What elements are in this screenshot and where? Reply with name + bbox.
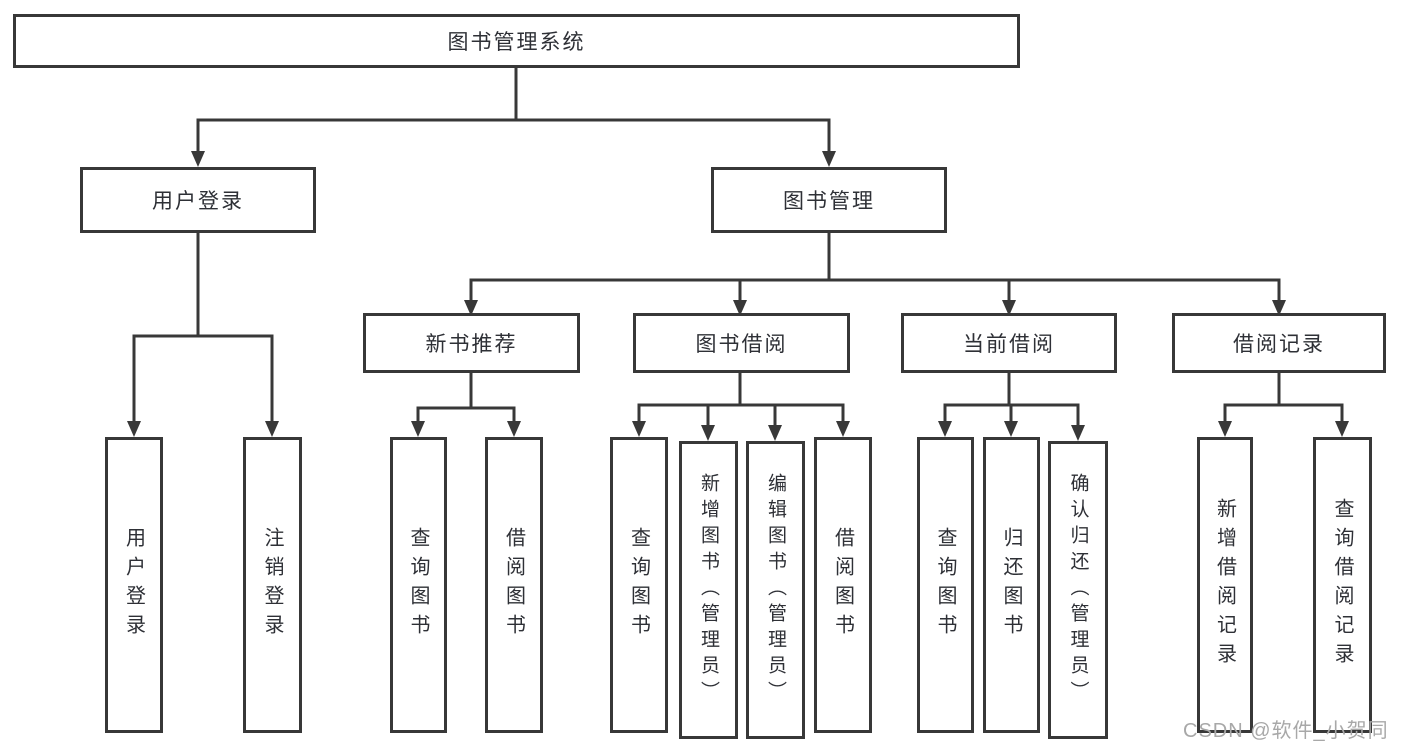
arrowhead-to-bb-edit-book-icon	[768, 425, 782, 441]
node-leaf-logout: 注销登录	[243, 437, 302, 733]
node-root: 图书管理系统	[13, 14, 1020, 68]
arrowhead-to-bb-borrow-book-icon	[836, 421, 850, 437]
node-cb-return-book: 归还图书	[983, 437, 1040, 733]
arrowhead-to-borrow-record-icon	[1272, 300, 1286, 316]
node-book-mgmt: 图书管理	[711, 167, 947, 233]
node-borrow-record: 借阅记录	[1172, 313, 1386, 373]
node-bb-query-book: 查询图书	[610, 437, 668, 733]
arrowhead-to-leaf-user-login-icon	[127, 421, 141, 437]
arrowhead-to-br-add-record-icon	[1218, 421, 1232, 437]
arrowhead-to-current-borrow-icon	[1002, 300, 1016, 316]
node-cb-query-book: 查询图书	[917, 437, 974, 733]
node-bb-add-book: 新增图书（管理员）	[679, 441, 738, 739]
arrowhead-to-new-book-rec-icon	[464, 300, 478, 316]
arrowhead-to-bb-query-book-icon	[632, 421, 646, 437]
arrowhead-to-user-login-icon	[191, 151, 205, 167]
node-rec-query-book: 查询图书	[390, 437, 447, 733]
node-leaf-user-login: 用户登录	[105, 437, 163, 733]
node-new-book-rec: 新书推荐	[363, 313, 580, 373]
arrowhead-to-leaf-logout-icon	[265, 421, 279, 437]
arrowhead-to-cb-confirm-return-icon	[1071, 425, 1085, 441]
node-cb-confirm-return: 确认归还（管理员）	[1048, 441, 1108, 739]
node-bb-borrow-book: 借阅图书	[814, 437, 872, 733]
arrowhead-to-bb-add-book-icon	[701, 425, 715, 441]
node-current-borrow: 当前借阅	[901, 313, 1117, 373]
csdn-watermark: CSDN @软件_小贺同学	[1183, 720, 1389, 742]
arrowhead-to-cb-query-book-icon	[938, 421, 952, 437]
arrowhead-to-cb-return-book-icon	[1004, 421, 1018, 437]
arrowhead-to-br-query-record-icon	[1335, 421, 1349, 437]
arrowhead-to-rec-query-book-icon	[411, 421, 425, 437]
node-book-borrow: 图书借阅	[633, 313, 850, 373]
node-br-add-record: 新增借阅记录	[1197, 437, 1253, 733]
node-bb-edit-book: 编辑图书（管理员）	[746, 441, 805, 739]
node-user-login: 用户登录	[80, 167, 316, 233]
arrowhead-to-book-borrow-icon	[733, 300, 747, 316]
node-rec-borrow-book: 借阅图书	[485, 437, 543, 733]
node-br-query-record: 查询借阅记录	[1313, 437, 1372, 733]
arrowhead-to-book-mgmt-icon	[822, 151, 836, 167]
arrowhead-to-rec-borrow-book-icon	[507, 421, 521, 437]
